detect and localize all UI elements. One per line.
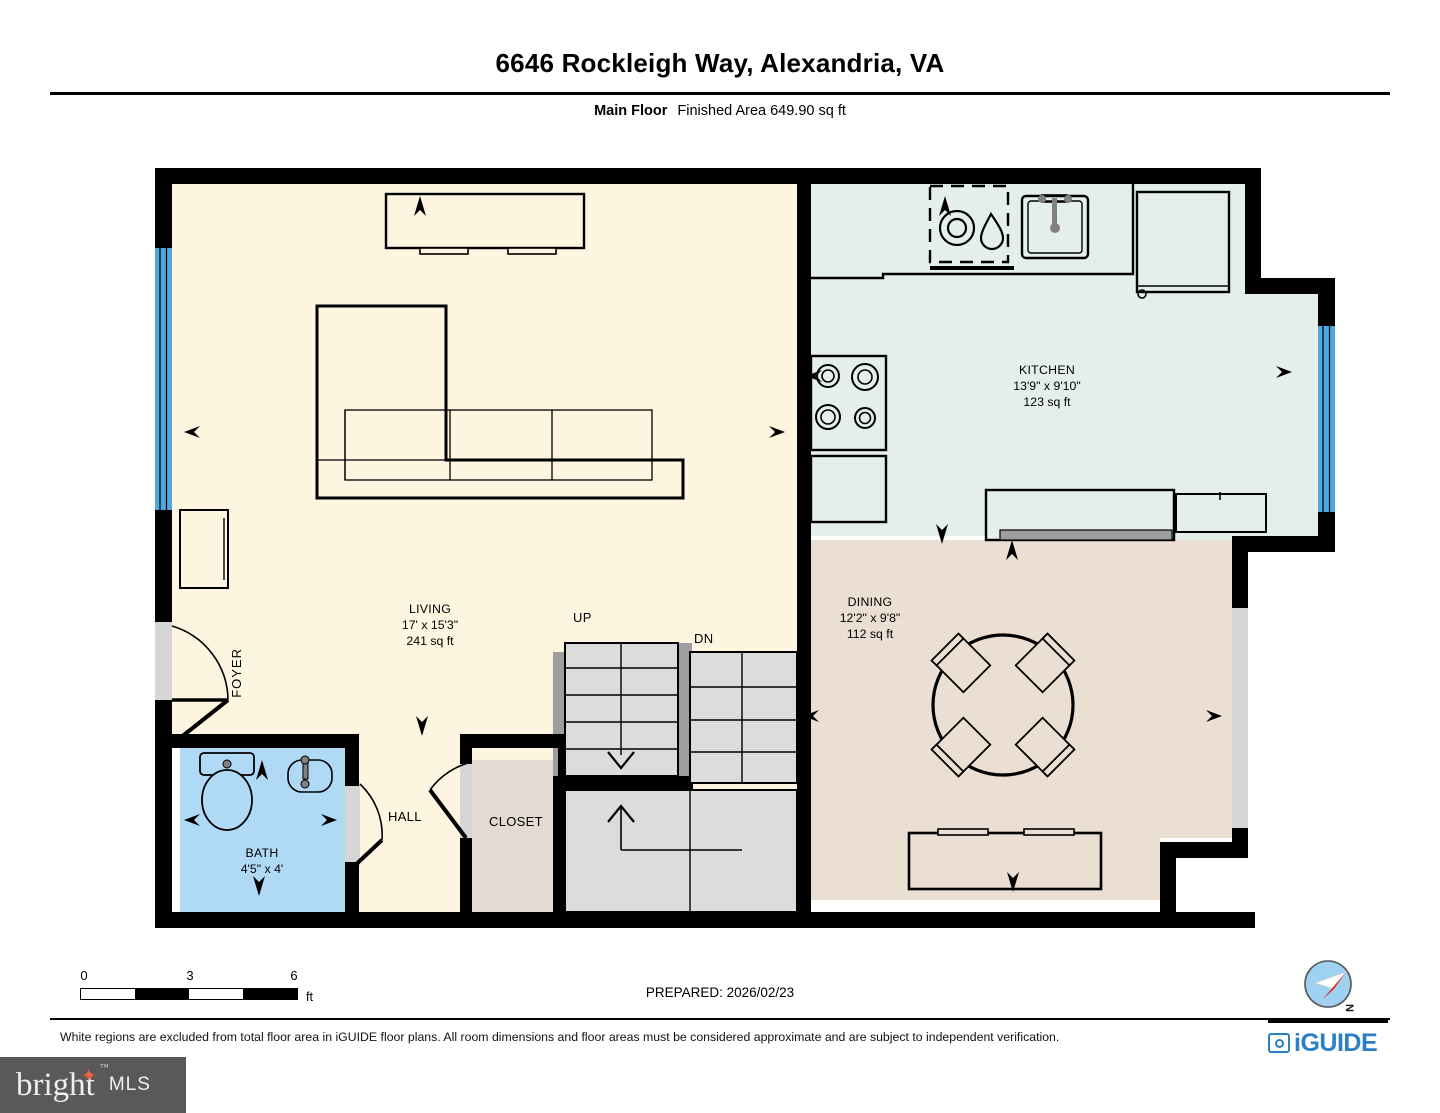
scale-tick-0: 0 [80, 968, 88, 983]
room-label-living: LIVING 17' x 15'3" 241 sq ft [401, 602, 459, 649]
room-fill-foyer [172, 560, 345, 742]
room-label-hall: HALL [388, 809, 422, 824]
side-cabinet [179, 509, 229, 589]
floor-label: Main Floor [594, 103, 668, 119]
marker-living-left [184, 426, 200, 438]
furniture-dining [907, 632, 1103, 891]
stairs-up-label: UP [573, 610, 592, 625]
marker-dining-left [803, 710, 819, 722]
marker-dining-bottom [1007, 872, 1019, 892]
marker-kitchen-right [1276, 366, 1292, 378]
marker-bath-right [321, 814, 337, 826]
cooktop-dashed [928, 184, 1010, 264]
toilet-bowl [201, 769, 253, 831]
stairs [564, 642, 798, 913]
door-dining-right [1232, 608, 1248, 828]
window-kitchen-right [1318, 326, 1335, 512]
stair-arrow-down [607, 751, 635, 770]
scale-tick-6: 6 [290, 968, 298, 983]
disclaimer-text: White regions are excluded from total fl… [60, 1030, 1060, 1044]
mls-wordmark: MLS [108, 1074, 151, 1095]
iguide-divider [1268, 1020, 1388, 1023]
footer-divider [50, 1018, 1390, 1020]
room-label-bath: BATH 4'5" x 4' [240, 846, 284, 877]
marker-dining-right [1206, 710, 1222, 722]
iguide-wordmark: iGUIDE [1294, 1028, 1378, 1057]
sink [1020, 194, 1090, 260]
refrigerator [1135, 190, 1231, 294]
trademark-mark: ™ [100, 1061, 109, 1072]
room-label-foyer: FOYER [229, 648, 244, 698]
room-fill-kitchen [810, 182, 1318, 540]
area-label: Finished Area 649.90 sq ft [677, 103, 846, 119]
furniture-kitchen [809, 182, 1267, 542]
bright-star-icon: ✦ [80, 1065, 97, 1087]
marker-bath-sink [256, 760, 268, 780]
scale-bar: 0 3 6 ft [80, 968, 320, 1014]
door-closet-opening [460, 762, 472, 842]
exterior-walls [155, 168, 1335, 928]
windows [155, 248, 1335, 512]
dining-chairs [930, 632, 1076, 778]
iguide-mark-icon [1268, 1033, 1290, 1053]
stair-rail-mid [678, 643, 692, 783]
door-swings [171, 625, 473, 874]
room-label-kitchen: KITCHEN 13'9" x 9'10" 123 sq ft [1013, 363, 1081, 410]
iguide-logo: iGUIDE [1268, 1026, 1388, 1060]
room-label-closet: CLOSET [489, 814, 543, 829]
marker-dining-top [1006, 540, 1018, 560]
dining-sideboard [907, 831, 1103, 891]
marker-kitchen-bottom [936, 524, 948, 544]
scale-tick-3: 3 [186, 968, 194, 983]
floor-subtitle: Main Floor Finished Area 649.90 sq ft [0, 103, 1440, 119]
marker-kitchen-stove [806, 370, 822, 382]
furniture-bath [199, 752, 333, 831]
marker-bath-left [184, 814, 200, 826]
counter-edge-bar [999, 529, 1173, 541]
stair-arrow-up [607, 804, 635, 823]
scale-bar-graphic [80, 988, 298, 1000]
stairs-down-label: DN [694, 631, 714, 646]
marker-living-top [414, 196, 426, 216]
window-living-left [155, 248, 172, 510]
scale-ticks: 0 3 6 [80, 968, 320, 984]
marker-bath-bottom [253, 876, 265, 896]
scale-seg-4 [243, 989, 297, 999]
interior-walls [172, 182, 811, 912]
room-label-dining: DINING 12'2" x 9'8" 112 sq ft [839, 595, 901, 642]
door-bath-opening [345, 782, 360, 866]
bright-mls-logo: bright ✦ ™ MLS [0, 1057, 186, 1113]
compass-rose: N [1304, 960, 1355, 1012]
water-drop-icon [979, 211, 1005, 251]
sink-basin [287, 759, 333, 793]
console-unit [384, 192, 586, 250]
prepared-date: PREPARED: 2026/02/23 [645, 985, 795, 1000]
stove-range [809, 354, 888, 452]
compass-north-letter: N [1343, 1004, 1355, 1012]
marker-stairs-right [796, 712, 812, 724]
room-fill-closet [470, 760, 558, 912]
title-divider [50, 92, 1390, 95]
door-foyer-entry [155, 622, 172, 700]
bright-wordmark: bright ✦ ™ [16, 1061, 109, 1103]
scale-unit: ft [306, 990, 313, 1004]
scale-seg-2 [135, 989, 189, 999]
marker-kitchen-top [939, 196, 951, 216]
marker-living-right [769, 426, 785, 438]
marker-living-center [416, 716, 428, 736]
compass-needle-red [1323, 972, 1346, 999]
view-direction-markers [184, 196, 1292, 896]
page-title: 6646 Rockleigh Way, Alexandria, VA [495, 48, 945, 78]
